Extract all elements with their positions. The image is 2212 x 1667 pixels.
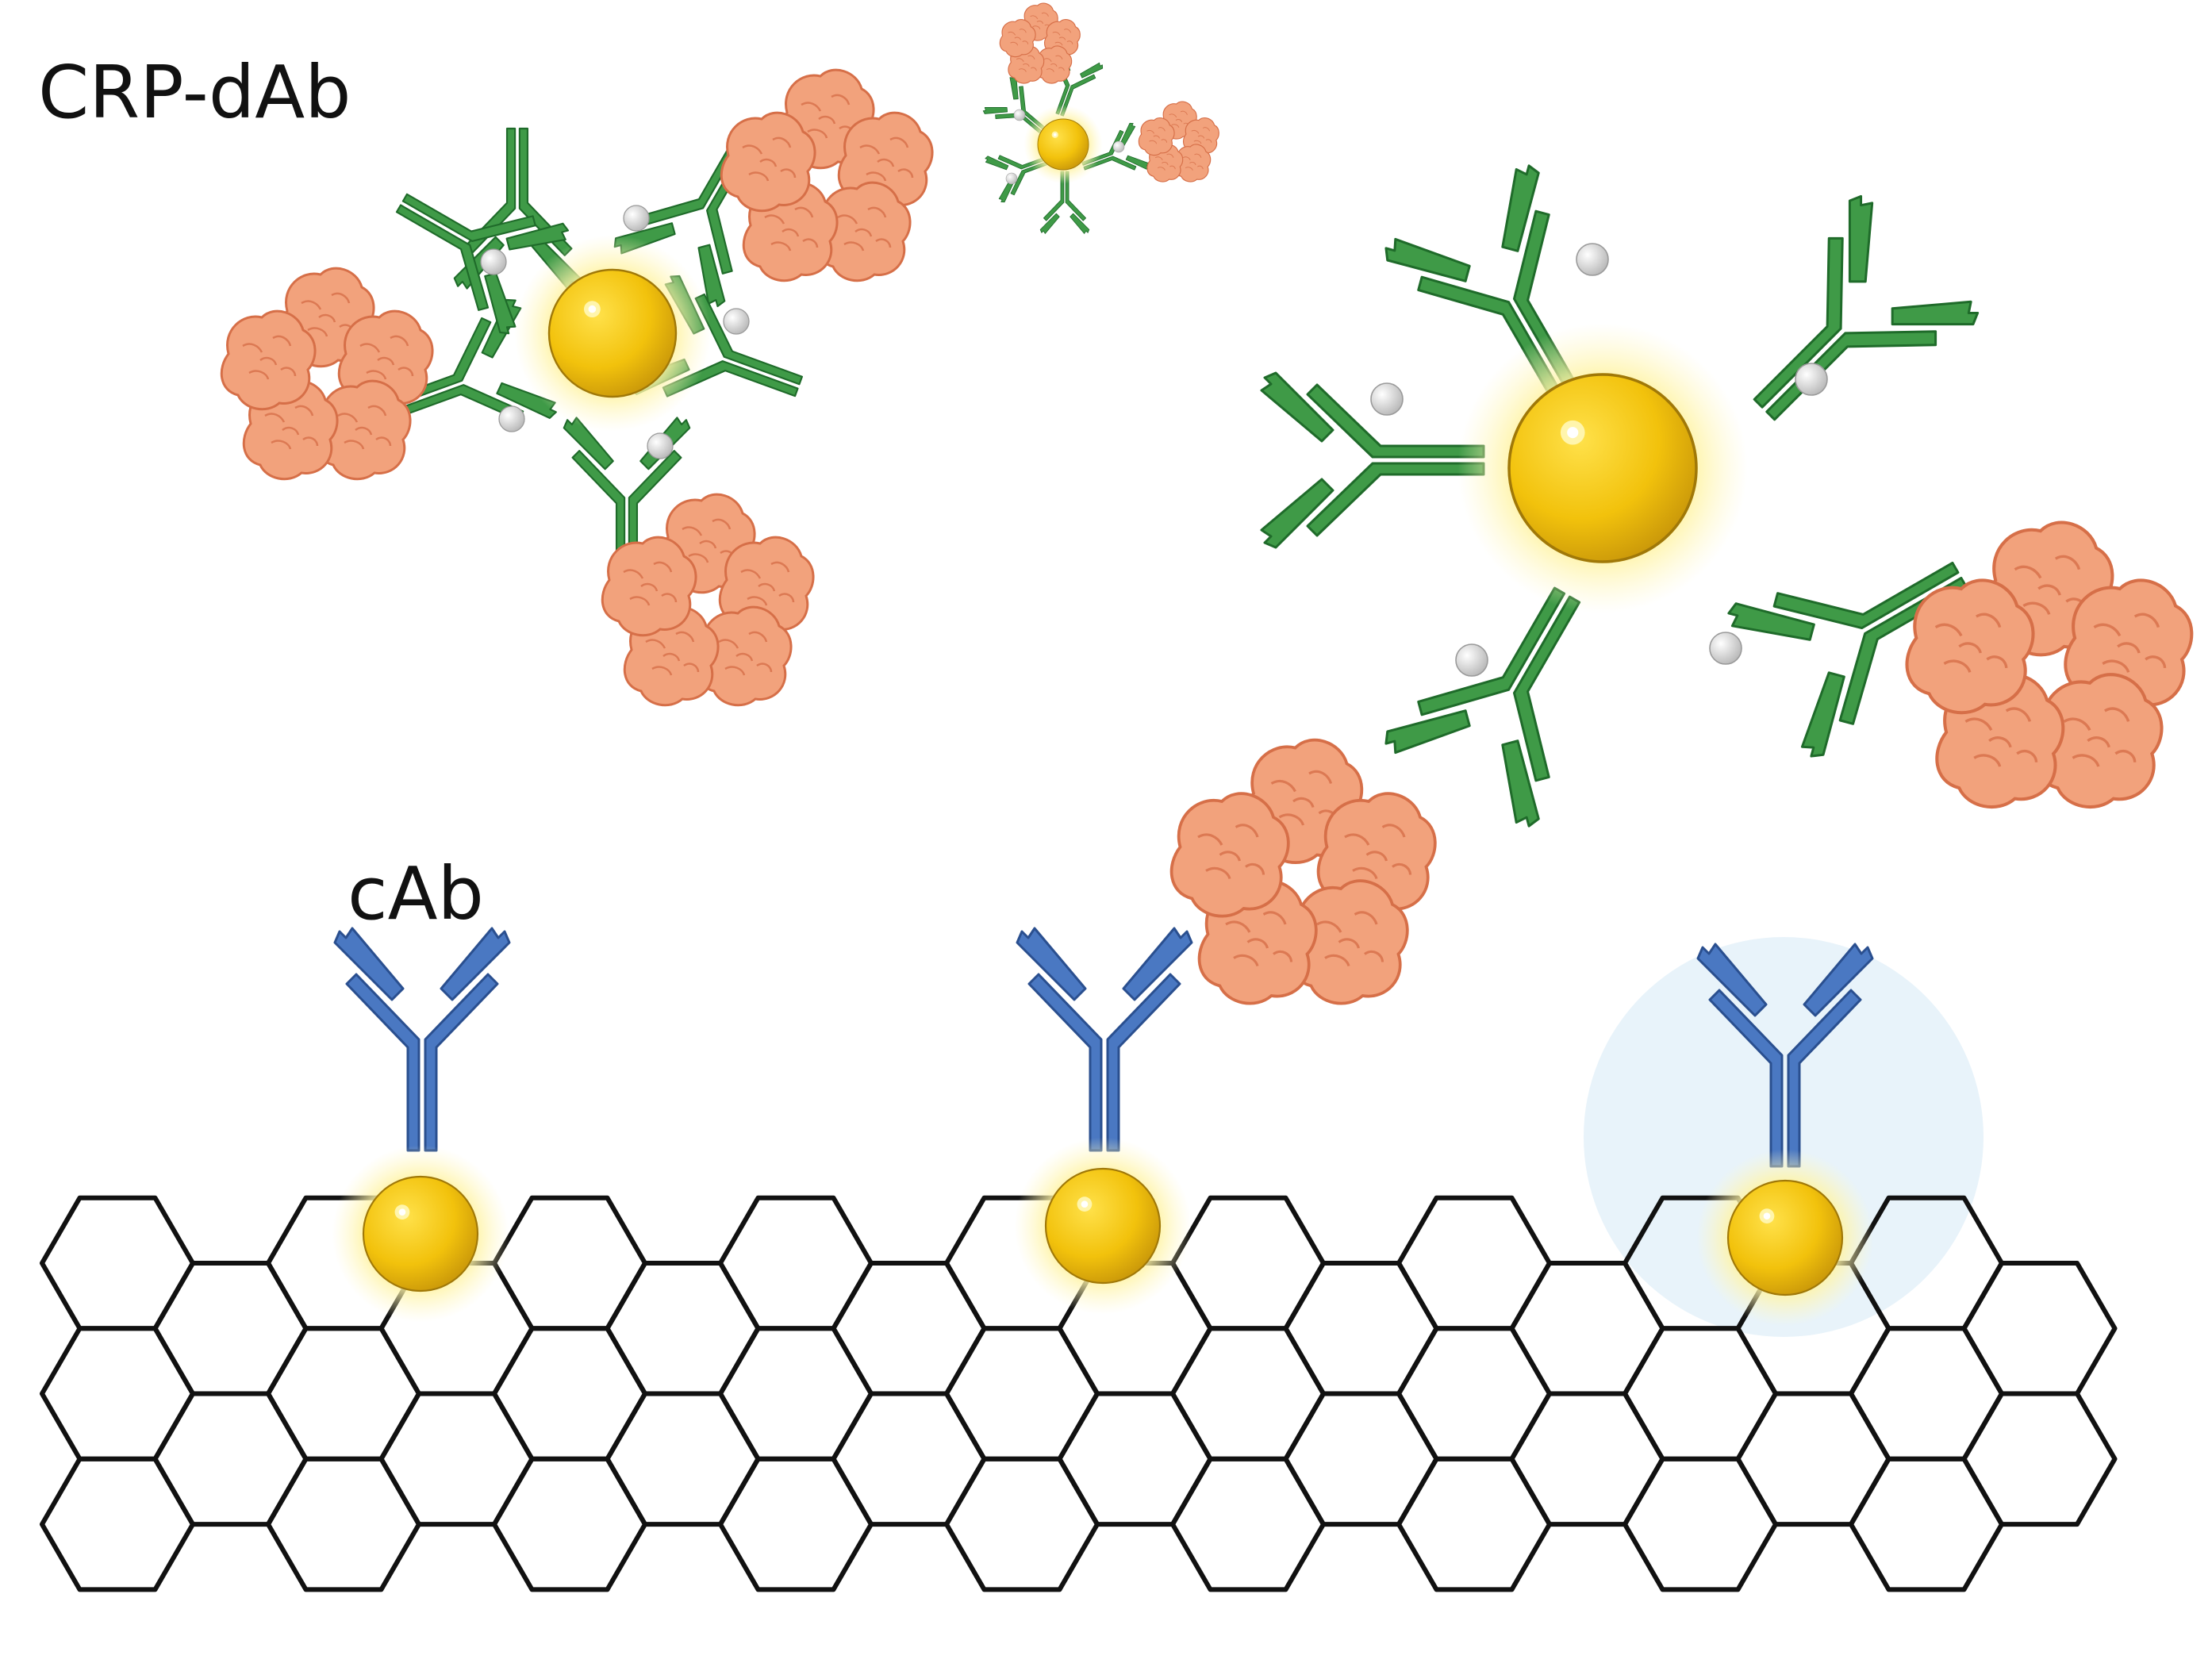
graphene-hexagon (1961, 1261, 2118, 1396)
graphene-hexagon (1623, 1326, 1778, 1462)
graphene-hexagon (1057, 1391, 1213, 1527)
graphene-hexagon (40, 1326, 195, 1462)
graphene-hexagon (605, 1391, 761, 1527)
graphene-hexagon (266, 1456, 421, 1592)
detection-conjugate-small (981, 3, 1219, 234)
graphene-hexagon (718, 1326, 874, 1462)
graphene-hexagon (492, 1456, 647, 1592)
graphene-hexagon (152, 1391, 309, 1527)
crp-pentamer-icon (721, 70, 932, 281)
graphene-hexagon (605, 1261, 761, 1396)
graphene-hexagon (831, 1261, 987, 1396)
graphene-hexagon (1396, 1456, 1552, 1592)
graphene-hexagon (1735, 1391, 1891, 1527)
detection-conjugate-large (1260, 159, 2191, 833)
crp-pentamer-icon (1139, 102, 1219, 182)
graphene-hexagon (1170, 1195, 1326, 1331)
graphene-hexagon (1283, 1261, 1439, 1396)
crp-pentamer-icon (1172, 740, 1435, 1004)
gold-nanoparticle-icon (1023, 105, 1102, 183)
gold-nanoparticle-icon (332, 1145, 509, 1322)
graphene-hexagon (831, 1391, 987, 1527)
crp-pentamer-icon (1000, 3, 1080, 83)
graphene-hexagon (492, 1326, 647, 1462)
graphene-hexagon (718, 1456, 874, 1592)
graphene-hexagon (40, 1456, 195, 1592)
gold-nanoparticle-icon (514, 235, 711, 432)
gold-nanoparticle-icon (1457, 323, 1748, 613)
graphene-hexagon (1170, 1456, 1326, 1592)
graphene-lattice-icon (40, 1195, 2118, 1592)
graphene-hexagon (266, 1326, 421, 1462)
gold-nanoparticle-icon (1696, 1149, 1873, 1326)
graphene-hexagon (1961, 1391, 2118, 1527)
graphene-hexagon (492, 1195, 647, 1331)
capture-antibody-2 (1014, 927, 1192, 1315)
crp-pentamer-icon (221, 268, 432, 479)
graphene-hexagon (718, 1195, 874, 1331)
graphene-hexagon (1849, 1456, 2004, 1592)
gold-nanoparticle-icon (1014, 1137, 1191, 1314)
graphene-hexagon (1170, 1326, 1326, 1462)
highlight-circle (1584, 937, 1984, 1337)
graphene-hexagon (1509, 1261, 1665, 1396)
capture-antibody-1 (332, 927, 509, 1323)
graphene-hexagon (1396, 1326, 1552, 1462)
graphene-hexagon (40, 1195, 195, 1331)
detection-antibody-label: CRP-dAb (38, 50, 351, 135)
graphene-hexagon (944, 1326, 1100, 1462)
capture-antibody-label: cAb (348, 851, 484, 936)
detection-conjugate-left (221, 70, 932, 705)
graphene-hexagon (1623, 1456, 1778, 1592)
graphene-hexagon (1283, 1391, 1439, 1527)
graphene-hexagon (1509, 1391, 1665, 1527)
graphene-hexagon (152, 1261, 309, 1396)
graphene-hexagon (1396, 1195, 1552, 1331)
graphene-hexagon (944, 1456, 1100, 1592)
graphene-hexagon (1849, 1326, 2004, 1462)
graphene-hexagon (378, 1391, 535, 1527)
